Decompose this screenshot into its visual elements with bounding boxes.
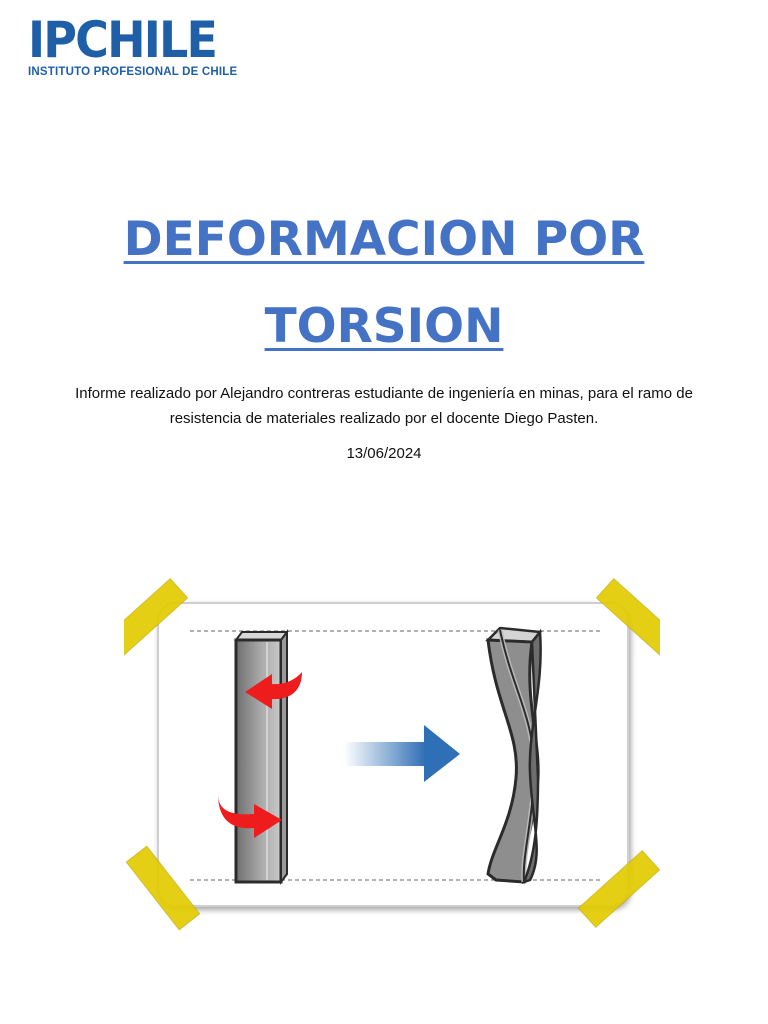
red-arrow-upper	[245, 672, 302, 709]
title-line-1: DEFORMACION POR	[123, 212, 645, 267]
report-date: 13/06/2024	[346, 445, 422, 462]
torsion-figure	[105, 568, 679, 940]
intro-paragraph: Informe realizado por Alejandro contrera…	[75, 385, 693, 427]
red-arrow-lower	[218, 794, 282, 838]
torsion-illustration	[105, 577, 679, 931]
tape-bottom-right	[577, 849, 661, 929]
logo-wordmark: IPCHILE	[28, 11, 218, 69]
tape-bottom-left	[125, 845, 201, 931]
title-line-2: TORSION	[264, 299, 504, 354]
document-title: DEFORMACION POR TORSION	[0, 196, 768, 370]
logo-subtitle: INSTITUTO PROFESIONAL DE CHILE	[28, 66, 238, 78]
logo: IPCHILE INSTITUTO PROFESIONAL DE CHILE	[28, 14, 237, 78]
blue-arrow	[344, 725, 460, 782]
twisted-bar	[485, 626, 543, 885]
straight-bar	[234, 629, 289, 885]
